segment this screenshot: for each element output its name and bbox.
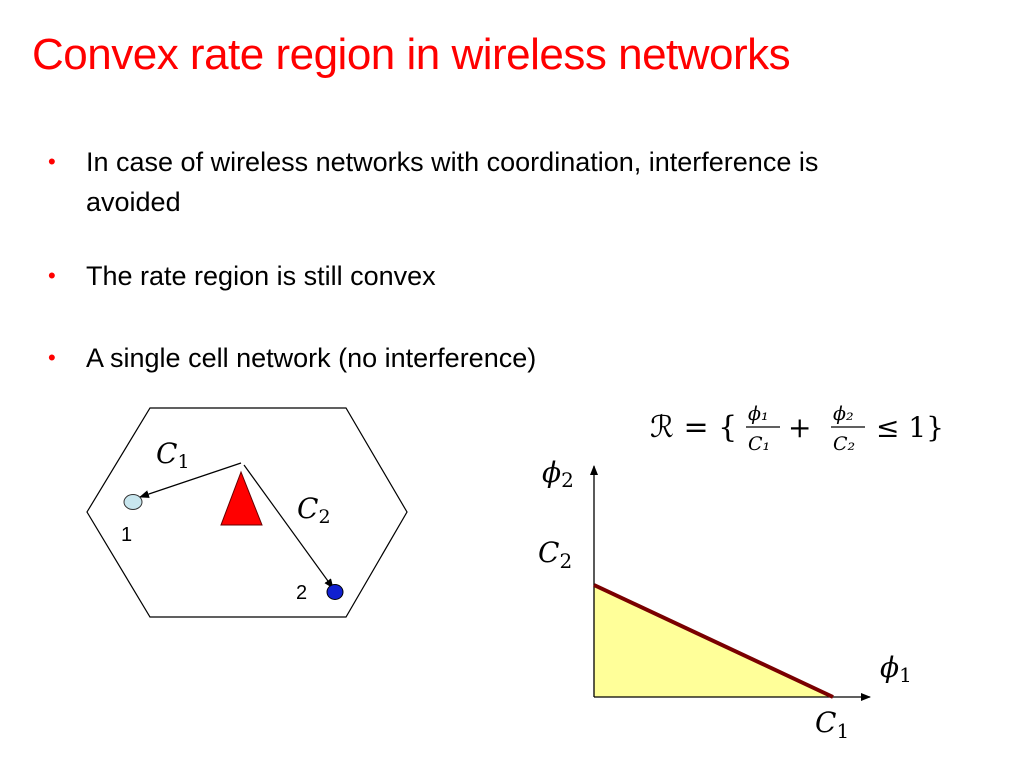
link-arrow-2 xyxy=(243,464,334,589)
bullet-text: A single cell network (no interference) xyxy=(86,343,537,373)
bullet-text: The rate region is still convex xyxy=(86,261,436,291)
bullet-item: • The rate region is still convex xyxy=(48,256,846,296)
link-arrow-1 xyxy=(139,462,242,498)
bullet-dot: • xyxy=(48,345,56,370)
rate-region-formula: ℛ = { ϕ₁ C₁ + ϕ₂ C₂ ≤ 1} xyxy=(650,403,944,455)
formula-lhs: ℛ = { xyxy=(650,410,737,445)
user-1-label: 1 xyxy=(121,524,132,546)
slide-title: Convex rate region in wireless networks xyxy=(32,30,791,79)
formula-plus: + xyxy=(788,411,811,444)
base-station-icon xyxy=(220,470,263,526)
formula-leq: ≤ 1} xyxy=(876,411,944,444)
rate-region-plot: ϕ2 C2 ϕ1 C1 xyxy=(538,456,912,743)
cell-diagram: C1 C2 1 2 xyxy=(86,407,408,618)
y-intercept-label: C2 xyxy=(538,536,572,573)
user-2-icon xyxy=(326,584,344,600)
bullet-item: • In case of wireless networks with coor… xyxy=(48,142,846,222)
formula-denominator-2: C₂ xyxy=(833,433,855,455)
x-intercept-label: C1 xyxy=(815,706,849,743)
x-axis-label: ϕ1 xyxy=(880,651,912,687)
rate-region-boundary xyxy=(593,583,834,699)
link-2-label: C2 xyxy=(297,492,331,528)
bullet-item: • A single cell network (no interference… xyxy=(48,338,846,378)
user-1-icon xyxy=(123,494,143,510)
bullet-text: In case of wireless networks with coordi… xyxy=(86,147,819,217)
user-2-label: 2 xyxy=(296,582,307,604)
formula-numerator-2: ϕ₂ xyxy=(833,403,854,425)
cell-hexagon xyxy=(86,407,408,618)
formula-denominator-1: C₁ xyxy=(748,433,770,455)
formula-numerator-1: ϕ₁ xyxy=(748,403,769,425)
bullet-dot: • xyxy=(48,263,56,288)
bullet-dot: • xyxy=(48,149,56,174)
y-axis-label: ϕ2 xyxy=(542,456,574,492)
link-1-label: C1 xyxy=(156,437,190,473)
